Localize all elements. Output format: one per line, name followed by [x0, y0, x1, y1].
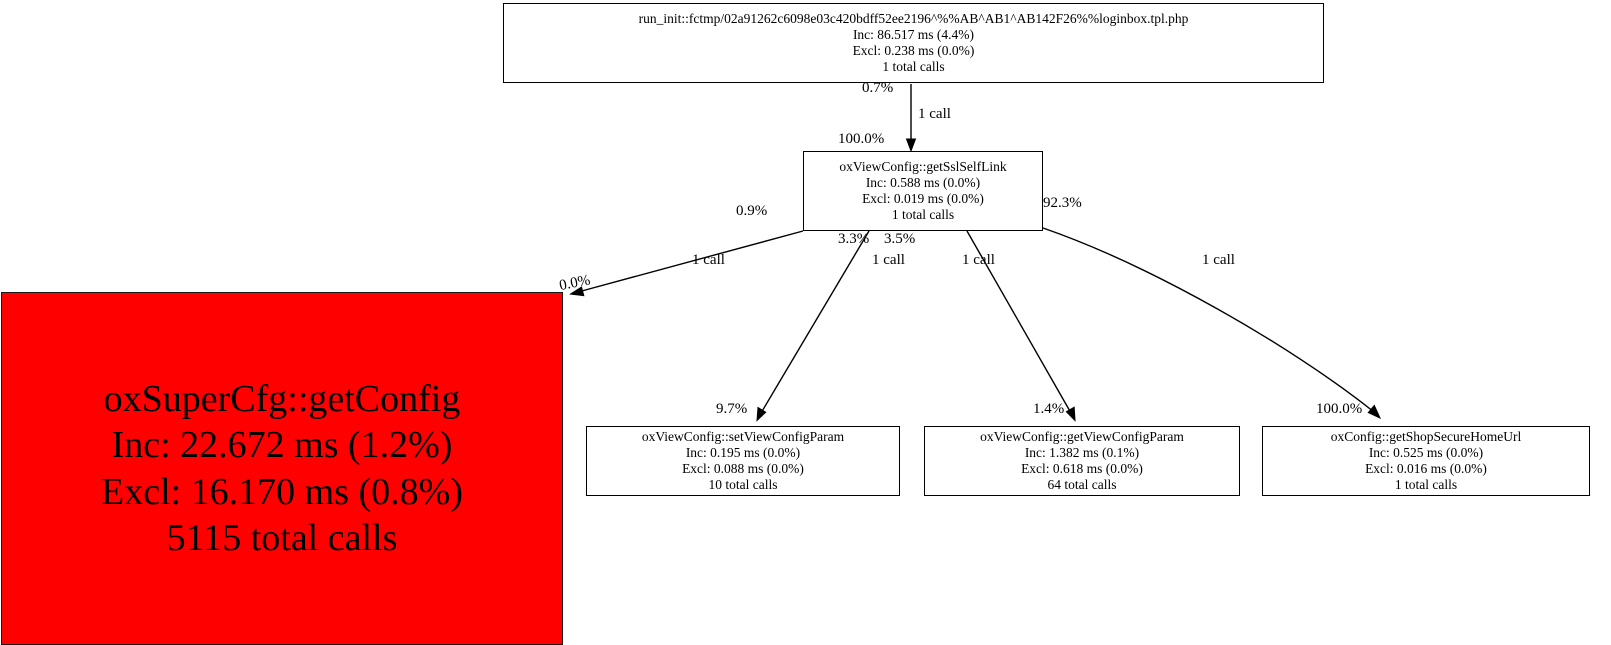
node-name: oxViewConfig::setViewConfigParam: [641, 429, 845, 445]
node-inclusive-time: Inc: 1.382 ms (0.1%): [1024, 445, 1140, 461]
node-name: oxConfig::getShopSecureHomeUrl: [1330, 429, 1522, 445]
node-inclusive-time: Inc: 0.588 ms (0.0%): [865, 175, 981, 191]
node-name: oxViewConfig::getViewConfigParam: [980, 429, 1184, 445]
node-run-init-loginbox[interactable]: run_init::fctmp/02a91262c6098e03c420bdff…: [503, 3, 1324, 83]
node-exclusive-time: Excl: 0.088 ms (0.0%): [682, 461, 804, 476]
node-oxconfig-getshopsecurehomeurl[interactable]: oxConfig::getShopSecureHomeUrl Inc: 0.52…: [1262, 426, 1590, 496]
node-total-calls: 1 total calls: [1394, 476, 1458, 492]
edge-n2-n3-calls: 1 call: [692, 252, 725, 268]
node-exclusive-time: Excl: 16.170 ms (0.8%): [100, 470, 463, 513]
node-exclusive-time: Excl: 0.238 ms (0.0%): [852, 43, 975, 58]
node-inclusive-time: Inc: 0.525 ms (0.0%): [1368, 445, 1484, 461]
node-inclusive-time: Inc: 86.517 ms (4.4%): [852, 27, 975, 43]
node-total-calls: 1 total calls: [882, 58, 945, 74]
edge-n2-n3: [569, 230, 804, 297]
node-oxsupercfg-getconfig[interactable]: oxSuperCfg::getConfig Inc: 22.672 ms (1.…: [1, 292, 563, 645]
edge-n2-n5-calls: 1 call: [962, 252, 995, 268]
edge-n2-n3-tail-percent: 0.9%: [736, 203, 768, 219]
node-total-calls: 1 total calls: [891, 206, 955, 222]
edge-n2-n4: [756, 230, 870, 422]
node-oxviewconfig-setviewconfigparam[interactable]: oxViewConfig::setViewConfigParam Inc: 0.…: [586, 426, 900, 496]
edge-n1-n2-head-percent: 100.0%: [838, 131, 885, 147]
node-total-calls: 10 total calls: [708, 476, 778, 492]
node-name: run_init::fctmp/02a91262c6098e03c420bdff…: [638, 11, 1189, 27]
node-oxviewconfig-getsslselflink[interactable]: oxViewConfig::getSslSelfLink Inc: 0.588 …: [803, 151, 1043, 231]
node-exclusive-time: Excl: 0.618 ms (0.0%): [1021, 461, 1143, 476]
node-oxviewconfig-getviewconfigparam[interactable]: oxViewConfig::getViewConfigParam Inc: 1.…: [924, 426, 1240, 496]
edge-n2-n6-calls: 1 call: [1202, 252, 1235, 268]
node-name: oxViewConfig::getSslSelfLink: [839, 159, 1007, 175]
edge-n2-n6-tail-percent: 92.3%: [1043, 195, 1082, 211]
node-total-calls: 64 total calls: [1047, 476, 1117, 492]
edge-n2-n6-head-percent: 100.0%: [1316, 401, 1363, 417]
node-inclusive-time: Inc: 0.195 ms (0.0%): [685, 445, 801, 461]
edge-n2-n3-head-percent: 0.0%: [557, 272, 592, 294]
edge-n2-n4-tail-percent: 3.3%: [838, 231, 870, 247]
edge-n1-n2-calls: 1 call: [918, 106, 951, 122]
node-inclusive-time: Inc: 22.672 ms (1.2%): [111, 424, 453, 467]
node-name: oxSuperCfg::getConfig: [103, 377, 461, 420]
edge-n1-n2-tail-percent: 0.7%: [862, 80, 894, 96]
node-exclusive-time: Excl: 0.019 ms (0.0%): [862, 191, 984, 206]
edge-n1-n2: [905, 84, 917, 153]
edge-n2-n4-calls: 1 call: [872, 252, 905, 268]
node-exclusive-time: Excl: 0.016 ms (0.0%): [1365, 461, 1487, 476]
node-total-calls: 5115 total calls: [166, 516, 398, 559]
edge-n2-n4-head-percent: 9.7%: [716, 401, 748, 417]
edge-n2-n5-head-percent: 1.4%: [1033, 401, 1065, 417]
edge-n2-n5-tail-percent: 3.5%: [884, 231, 916, 247]
